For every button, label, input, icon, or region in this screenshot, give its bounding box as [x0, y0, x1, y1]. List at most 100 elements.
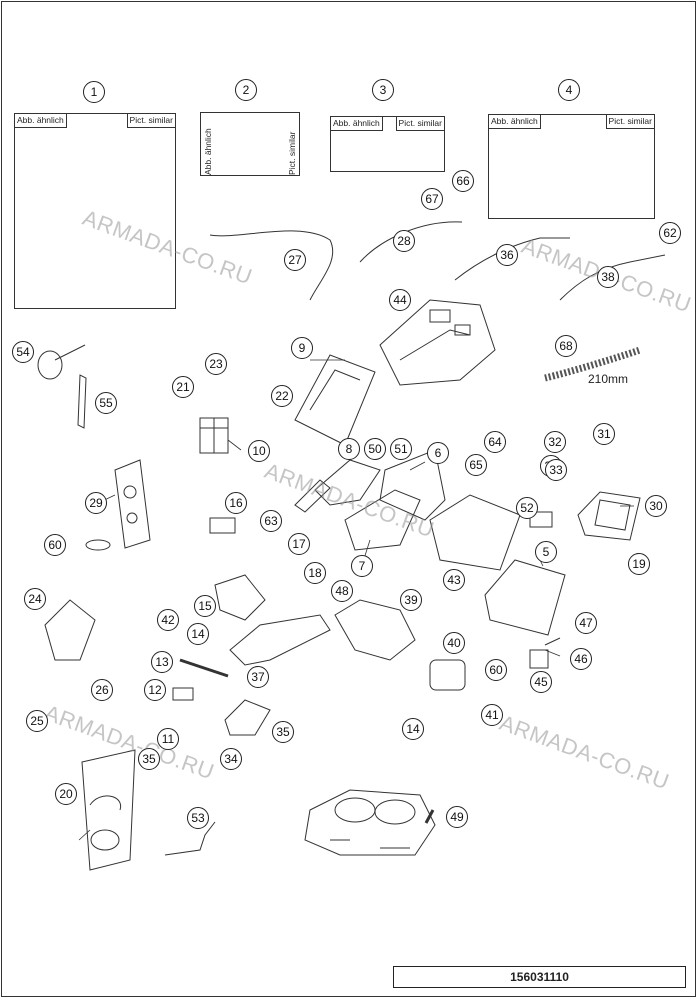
- callout: 27: [284, 249, 306, 271]
- callout: 45: [530, 671, 552, 693]
- kit-box-harness-2: Abb. ähnlich Pict. similar: [200, 112, 300, 176]
- callout: 34: [220, 748, 242, 770]
- cable-27-drawing: [209, 230, 334, 301]
- callout: 19: [628, 553, 650, 575]
- kit-label-similar-en: Pict. similar: [126, 114, 175, 128]
- callout: 1: [83, 81, 105, 103]
- kit-label-similar-de: Abb. ähnlich: [331, 117, 383, 131]
- callout: 33: [545, 459, 567, 481]
- callout: 17: [288, 533, 310, 555]
- kit-box-harness-4: Abb. ähnlich Pict. similar: [488, 114, 655, 219]
- callout: 14: [402, 718, 424, 740]
- drawing-number: 156031110: [393, 966, 686, 988]
- hose-length-note: 210mm: [588, 372, 629, 386]
- ignition-drawing: [44, 599, 96, 661]
- callout: 46: [570, 648, 592, 670]
- callout: 60: [44, 534, 66, 556]
- holder-37-drawing: [229, 614, 331, 666]
- callout: 53: [187, 807, 209, 829]
- connector-12-drawing: [172, 687, 194, 701]
- callout: 67: [421, 188, 443, 210]
- callout: 38: [597, 266, 619, 288]
- callout: 66: [452, 170, 474, 192]
- kit-label-similar-de-vertical: Abb. ähnlich: [203, 128, 213, 175]
- ring-drawing: [85, 539, 111, 551]
- kit-label-similar-de: Abb. ähnlich: [15, 114, 67, 128]
- callout: 13: [151, 651, 173, 673]
- kit-label-similar-en: Pict. similar: [605, 115, 654, 129]
- callout: 23: [205, 353, 227, 375]
- callout: 16: [225, 492, 247, 514]
- callout: 31: [593, 423, 615, 445]
- callout: 7: [351, 555, 373, 577]
- switch-15-drawing: [214, 574, 266, 621]
- pin-49-drawing: [424, 809, 435, 824]
- callout: 52: [516, 497, 538, 519]
- callout: 48: [331, 580, 353, 602]
- callout: 2: [235, 79, 257, 101]
- callout: 15: [194, 595, 216, 617]
- callout: 4: [558, 79, 580, 101]
- callout: 18: [304, 562, 326, 584]
- callout: 62: [659, 222, 681, 244]
- callout: 21: [172, 376, 194, 398]
- callout: 12: [144, 679, 166, 701]
- callout: 35: [272, 721, 294, 743]
- callout: 35: [138, 748, 160, 770]
- horn-bracket-drawing: [81, 749, 136, 871]
- battery-case-drawing: [484, 559, 566, 636]
- callout: 50: [364, 438, 386, 460]
- callout: 30: [645, 495, 667, 517]
- holder-drawing: [314, 459, 381, 506]
- spiral-hose-drawing: [544, 346, 642, 382]
- sensor-53-drawing: [164, 821, 216, 856]
- cable-tie-drawing: [37, 350, 63, 380]
- callout: 39: [400, 589, 422, 611]
- module-34-drawing: [224, 699, 271, 736]
- module-7-drawing: [344, 489, 421, 551]
- callout: 49: [446, 806, 468, 828]
- callout: 25: [26, 710, 48, 732]
- panel-29-drawing: [114, 459, 151, 549]
- cable-38-drawing: [559, 254, 666, 301]
- callout: 41: [481, 704, 503, 726]
- part-63-drawing: [294, 479, 331, 513]
- bracket-55-drawing: [77, 374, 87, 429]
- callout: 22: [271, 385, 293, 407]
- connector-16-drawing: [209, 517, 236, 534]
- callout: 42: [157, 609, 179, 631]
- kit-label-similar-de: Abb. ähnlich: [489, 115, 541, 129]
- callout: 44: [389, 289, 411, 311]
- callout: 43: [443, 569, 465, 591]
- callout: 24: [24, 588, 46, 610]
- battery-tray-drawing: [379, 299, 496, 386]
- callout: 36: [496, 244, 518, 266]
- callout: 37: [247, 666, 269, 688]
- callout: 64: [484, 431, 506, 453]
- callout: 32: [544, 431, 566, 453]
- callout: 40: [443, 632, 465, 654]
- callout: 11: [157, 728, 179, 750]
- kit-box-main-harness: Abb. ähnlich Pict. similar: [14, 113, 176, 309]
- callout: 14: [187, 623, 209, 645]
- module-6-drawing: [379, 449, 446, 521]
- callout: 26: [91, 679, 113, 701]
- callout: 29: [85, 492, 107, 514]
- callout: 28: [393, 230, 415, 252]
- cover-drawing: [294, 354, 376, 446]
- kit-label-similar-en-vertical: Pict. similar: [287, 131, 297, 175]
- battery-drawing: [429, 494, 521, 571]
- throttle-body-drawing: [304, 789, 436, 856]
- callout: 8: [338, 438, 360, 460]
- kit-box-harness-3: Abb. ähnlich Pict. similar: [330, 116, 445, 172]
- ecu-drawing: [577, 491, 641, 541]
- kit-label-similar-en: Pict. similar: [395, 117, 444, 131]
- callout: 65: [465, 454, 487, 476]
- callout: 60: [485, 659, 507, 681]
- callout: 5: [535, 541, 557, 563]
- callout: 47: [575, 612, 597, 634]
- callout: 20: [55, 783, 77, 805]
- connector-45-drawing: [529, 649, 549, 669]
- callout: 10: [248, 440, 270, 462]
